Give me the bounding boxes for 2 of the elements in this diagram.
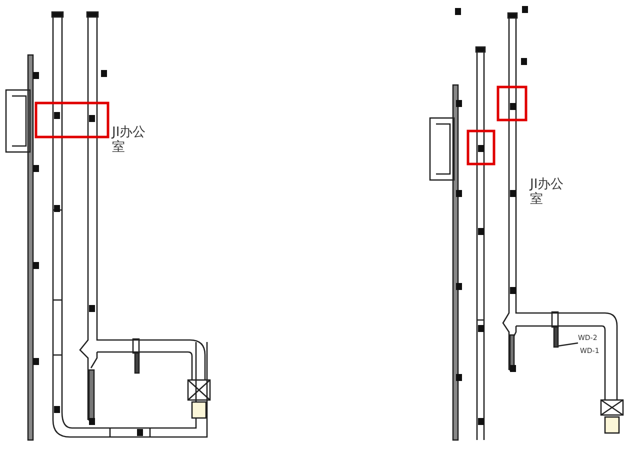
room-label: JI办公室 <box>112 126 146 156</box>
room-label: JI办公室 <box>530 178 564 208</box>
